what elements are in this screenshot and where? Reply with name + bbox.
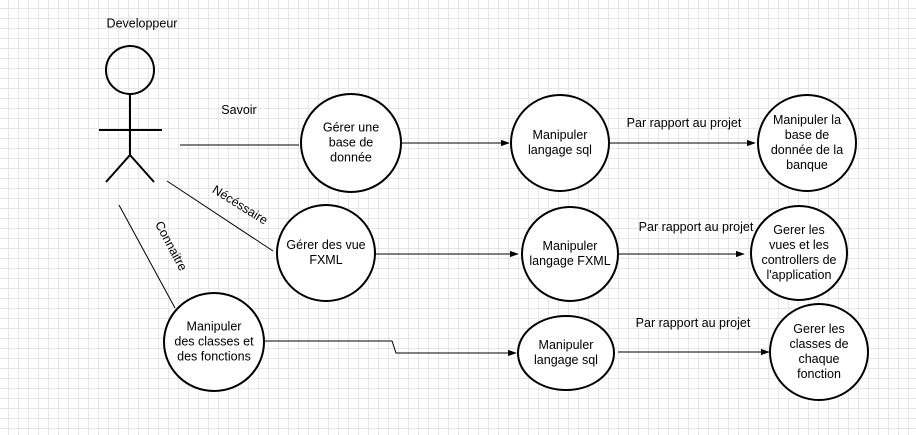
label-gerer-base: Gérer une base de donnée [322,120,380,165]
edge-label-par-rapport-1: Par rapport au projet [626,116,742,130]
usecase-manip-base-banque[interactable] [757,94,857,192]
usecase-gerer-vues-controllers[interactable] [750,205,848,301]
actor-right-leg [129,154,155,183]
actor-left-leg [105,154,131,183]
edge-label-par-rapport-3: Par rapport au projet [635,316,751,330]
label-manip-base-banque: Manipuler la base de donnée de la banque [770,113,844,172]
usecase-gerer-vue[interactable] [276,204,376,302]
usecase-gerer-classes[interactable] [769,303,869,401]
label-gerer-vues-controllers: Gerer les vues et les controllers de l'a… [761,223,837,282]
actor-name: Developpeur [106,16,178,31]
actor-figure[interactable] [99,45,162,183]
assoc-connaitre [118,204,176,309]
assoc-necessaire [166,180,274,252]
edge-label-par-rapport-2: Par rapport au projet [638,220,754,234]
label-gerer-vue: Gérer des vue FXML [286,238,366,267]
label-manip-sql-2: Manipuler langage sql [534,338,598,367]
label-manip-fxml: Manipuler langage FXML [529,239,611,268]
usecase-manip-fxml[interactable] [521,206,619,302]
usecase-gerer-base[interactable] [300,93,402,193]
arrow-classes-to-sql [265,340,517,357]
usecase-manip-classes[interactable] [163,292,265,392]
label-manip-classes: Manipuler des classes et des fonctions [174,319,254,364]
label-manip-sql-1: Manipuler langage sql [528,128,592,157]
actor-head [105,45,155,95]
usecase-manip-sql-1[interactable] [510,94,610,192]
label-gerer-classes: Gerer les classes de chaque fonction [789,322,849,381]
edge-label-savoir: Savoir [221,103,257,117]
usecase-manip-sql-2[interactable] [517,315,615,391]
